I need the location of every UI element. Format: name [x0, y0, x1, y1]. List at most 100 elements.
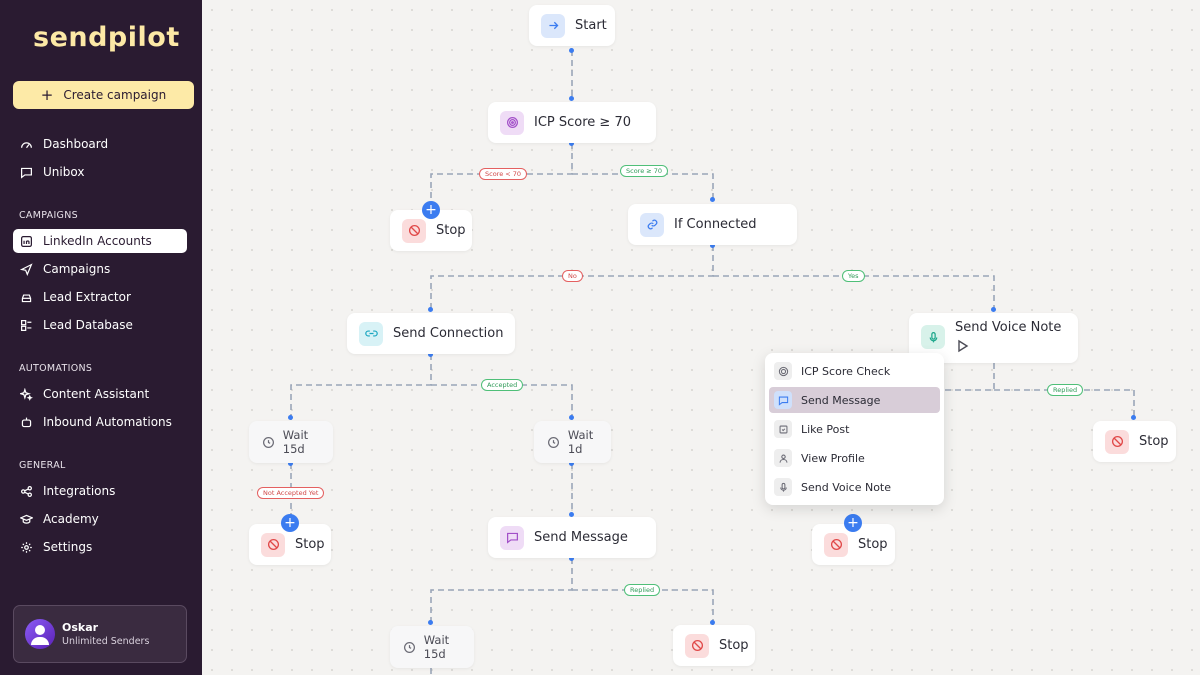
sidebar-item-unibox[interactable]: Unibox — [13, 160, 187, 184]
play-icon[interactable] — [957, 339, 969, 357]
sidebar-item-lead-database[interactable]: Lead Database — [13, 313, 187, 337]
branch-label-score-above: Score ≥ 70 — [620, 165, 669, 177]
sidebar-item-label: Content Assistant — [43, 387, 150, 401]
menu-item-view-profile[interactable]: View Profile — [769, 445, 940, 471]
target-icon — [500, 110, 524, 135]
sidebar-item-label: Campaigns — [43, 262, 111, 276]
gauge-icon — [19, 137, 33, 151]
stop-icon — [824, 532, 848, 557]
node-icp-score[interactable]: ICP Score ≥ 70 — [488, 102, 656, 143]
node-send-connection[interactable]: Send Connection — [347, 313, 515, 354]
edge-message-split — [430, 558, 573, 625]
branch-label-accepted: Accepted — [481, 379, 524, 391]
menu-item-label: View Profile — [801, 451, 865, 465]
sidebar-item-inbound-automations[interactable]: Inbound Automations — [13, 410, 187, 434]
connector-dot[interactable] — [288, 415, 293, 420]
sidebar-item-label: Settings — [43, 540, 93, 554]
node-wait[interactable]: Wait 15d — [390, 626, 474, 668]
sidebar-item-label: LinkedIn Accounts — [43, 234, 152, 248]
branch-label-replied: Replied — [624, 584, 661, 596]
connector-dot[interactable] — [428, 307, 433, 312]
sidebar-item-label: Integrations — [43, 484, 116, 498]
link-icon — [640, 212, 664, 237]
edge-voice-replied — [994, 389, 1135, 420]
edge-connection-accepted — [431, 384, 573, 420]
menu-item-send-voice-note[interactable]: Send Voice Note — [769, 474, 940, 500]
connector-dot[interactable] — [710, 620, 715, 625]
connector-dot[interactable] — [569, 461, 574, 466]
workflow-canvas[interactable]: Start ICP Score ≥ 70 Stop + If Connected… — [202, 0, 1200, 675]
clock-icon — [402, 639, 418, 655]
connector-dot[interactable] — [569, 415, 574, 420]
connector-dot[interactable] — [288, 461, 293, 466]
connector-dot[interactable] — [428, 620, 433, 625]
section-label-campaigns: CAMPAIGNS — [19, 210, 78, 221]
sidebar-item-lead-extractor[interactable]: Lead Extractor — [13, 285, 187, 309]
node-start[interactable]: Start — [529, 5, 615, 46]
stop-icon — [402, 218, 426, 243]
menu-item-like-post[interactable]: Like Post — [769, 416, 940, 442]
connector-dot[interactable] — [1131, 415, 1136, 420]
sidebar-item-label: Lead Database — [43, 318, 133, 332]
connector-dot[interactable] — [569, 96, 574, 101]
node-label: Start — [575, 18, 607, 33]
menu-item-send-message[interactable]: Send Message — [769, 387, 940, 413]
node-send-message[interactable]: Send Message — [488, 517, 656, 558]
node-label: If Connected — [674, 217, 757, 232]
node-stop[interactable]: Stop — [1093, 421, 1176, 462]
edge-icp-connected — [572, 173, 714, 203]
node-label: Wait 15d — [282, 428, 309, 456]
stop-icon — [685, 633, 709, 658]
node-label: Wait 15d — [423, 633, 450, 661]
node-stop[interactable]: Stop — [390, 210, 472, 251]
user-plan: Unlimited Senders — [62, 636, 150, 647]
connector-dot[interactable] — [991, 307, 996, 312]
connector-dot[interactable] — [569, 556, 574, 561]
add-step-button[interactable]: + — [281, 514, 299, 532]
sidebar-item-content-assistant[interactable]: Content Assistant — [13, 382, 187, 406]
node-wait[interactable]: Wait 1d — [534, 421, 611, 463]
add-step-button[interactable]: + — [422, 201, 440, 219]
node-label: Send Connection — [393, 326, 504, 341]
sidebar-item-label: Academy — [43, 512, 99, 526]
node-label: Stop — [436, 223, 466, 238]
node-wait[interactable]: Wait 15d — [249, 421, 333, 463]
menu-item-icp-score-check[interactable]: ICP Score Check — [769, 358, 940, 384]
sidebar-item-campaigns[interactable]: Campaigns — [13, 257, 187, 281]
branch-label-no: No — [562, 270, 583, 282]
connector-dot[interactable] — [428, 352, 433, 357]
edge-message-replied — [572, 589, 714, 625]
message-icon — [774, 391, 792, 409]
node-label: Wait 1d — [567, 428, 594, 456]
sidebar-item-academy[interactable]: Academy — [13, 507, 187, 531]
section-label-automations: AUTOMATIONS — [19, 363, 93, 374]
sidebar-item-label: Unibox — [43, 165, 85, 179]
connector-dot[interactable] — [569, 48, 574, 53]
message-icon — [500, 525, 524, 550]
logo[interactable]: sendpilot — [33, 22, 180, 53]
create-campaign-button[interactable]: + Create campaign — [13, 81, 194, 109]
sidebar-item-integrations[interactable]: Integrations — [13, 479, 187, 503]
node-label: Send Voice Note — [955, 320, 1062, 335]
graduation-cap-icon — [19, 512, 33, 526]
edge-voice-split — [942, 363, 995, 391]
user-card[interactable]: Oskar Unlimited Senders — [13, 605, 187, 663]
connector-dot[interactable] — [569, 512, 574, 517]
connector-dot[interactable] — [710, 243, 715, 248]
connector-dot[interactable] — [710, 197, 715, 202]
add-step-button[interactable]: + — [844, 514, 862, 532]
sidebar-item-linkedin-accounts[interactable]: LinkedIn Accounts — [13, 229, 187, 253]
sidebar-item-settings[interactable]: Settings — [13, 535, 187, 559]
user-icon — [774, 449, 792, 467]
node-stop[interactable]: Stop — [249, 524, 331, 565]
node-if-connected[interactable]: If Connected — [628, 204, 797, 245]
menu-item-label: Send Message — [801, 393, 881, 407]
connector-dot[interactable] — [569, 141, 574, 146]
edge-connected-yes — [713, 275, 995, 312]
add-step-menu: ICP Score Check Send Message Like Post V… — [765, 353, 944, 505]
node-label: Send Message — [534, 530, 628, 545]
menu-item-label: Like Post — [801, 422, 850, 436]
link-icon — [359, 321, 383, 346]
node-stop[interactable]: Stop — [673, 625, 755, 666]
sidebar-item-dashboard[interactable]: Dashboard — [13, 132, 187, 156]
